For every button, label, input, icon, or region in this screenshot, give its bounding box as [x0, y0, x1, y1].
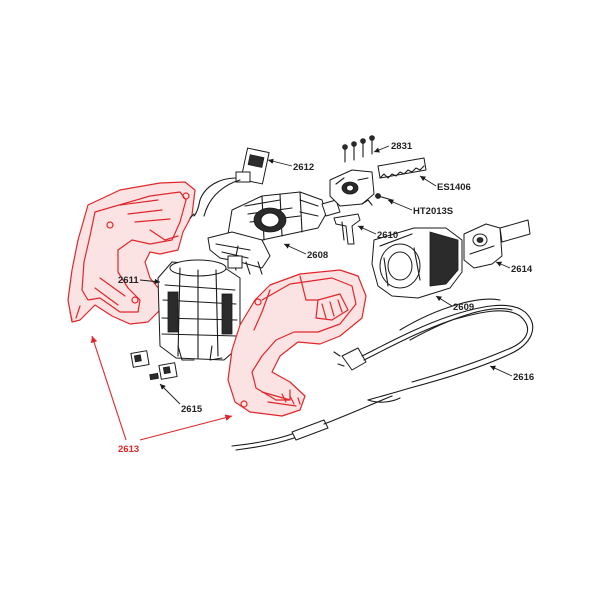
leader-lines — [90, 145, 513, 441]
motor-armature[interactable] — [157, 245, 243, 361]
label-2613: 2613 — [118, 444, 139, 455]
nose-cover[interactable] — [371, 227, 463, 299]
label-ht2013s: HT2013S — [413, 206, 453, 217]
switch-assembly[interactable] — [189, 147, 270, 219]
left-housing-half[interactable] — [67, 181, 196, 325]
label-2614: 2614 — [511, 264, 533, 275]
screws[interactable] — [342, 135, 375, 163]
blade[interactable] — [377, 157, 427, 179]
label-2608: 2608 — [307, 250, 328, 261]
brush-holders[interactable] — [130, 350, 178, 381]
power-cord[interactable] — [333, 298, 534, 403]
label-es1406: ES1406 — [437, 182, 471, 193]
right-housing-half[interactable] — [227, 269, 367, 417]
gear-case-assembly[interactable] — [207, 191, 341, 275]
label-2831: 2831 — [391, 141, 413, 152]
label-2611: 2611 — [118, 275, 139, 286]
shoe-foot[interactable] — [463, 219, 531, 269]
cord-strain-relief[interactable] — [231, 395, 393, 451]
label-2615: 2615 — [181, 404, 203, 415]
label-2609: 2609 — [453, 302, 474, 313]
release-lever[interactable] — [333, 213, 361, 245]
label-2612: 2612 — [293, 162, 314, 173]
label-2610: 2610 — [377, 230, 398, 241]
label-2616: 2616 — [513, 372, 534, 383]
blade-clamp[interactable] — [329, 169, 393, 207]
part-labels: 2831 2612 ES1406 HT2013S 2610 2608 2611 … — [118, 141, 534, 455]
